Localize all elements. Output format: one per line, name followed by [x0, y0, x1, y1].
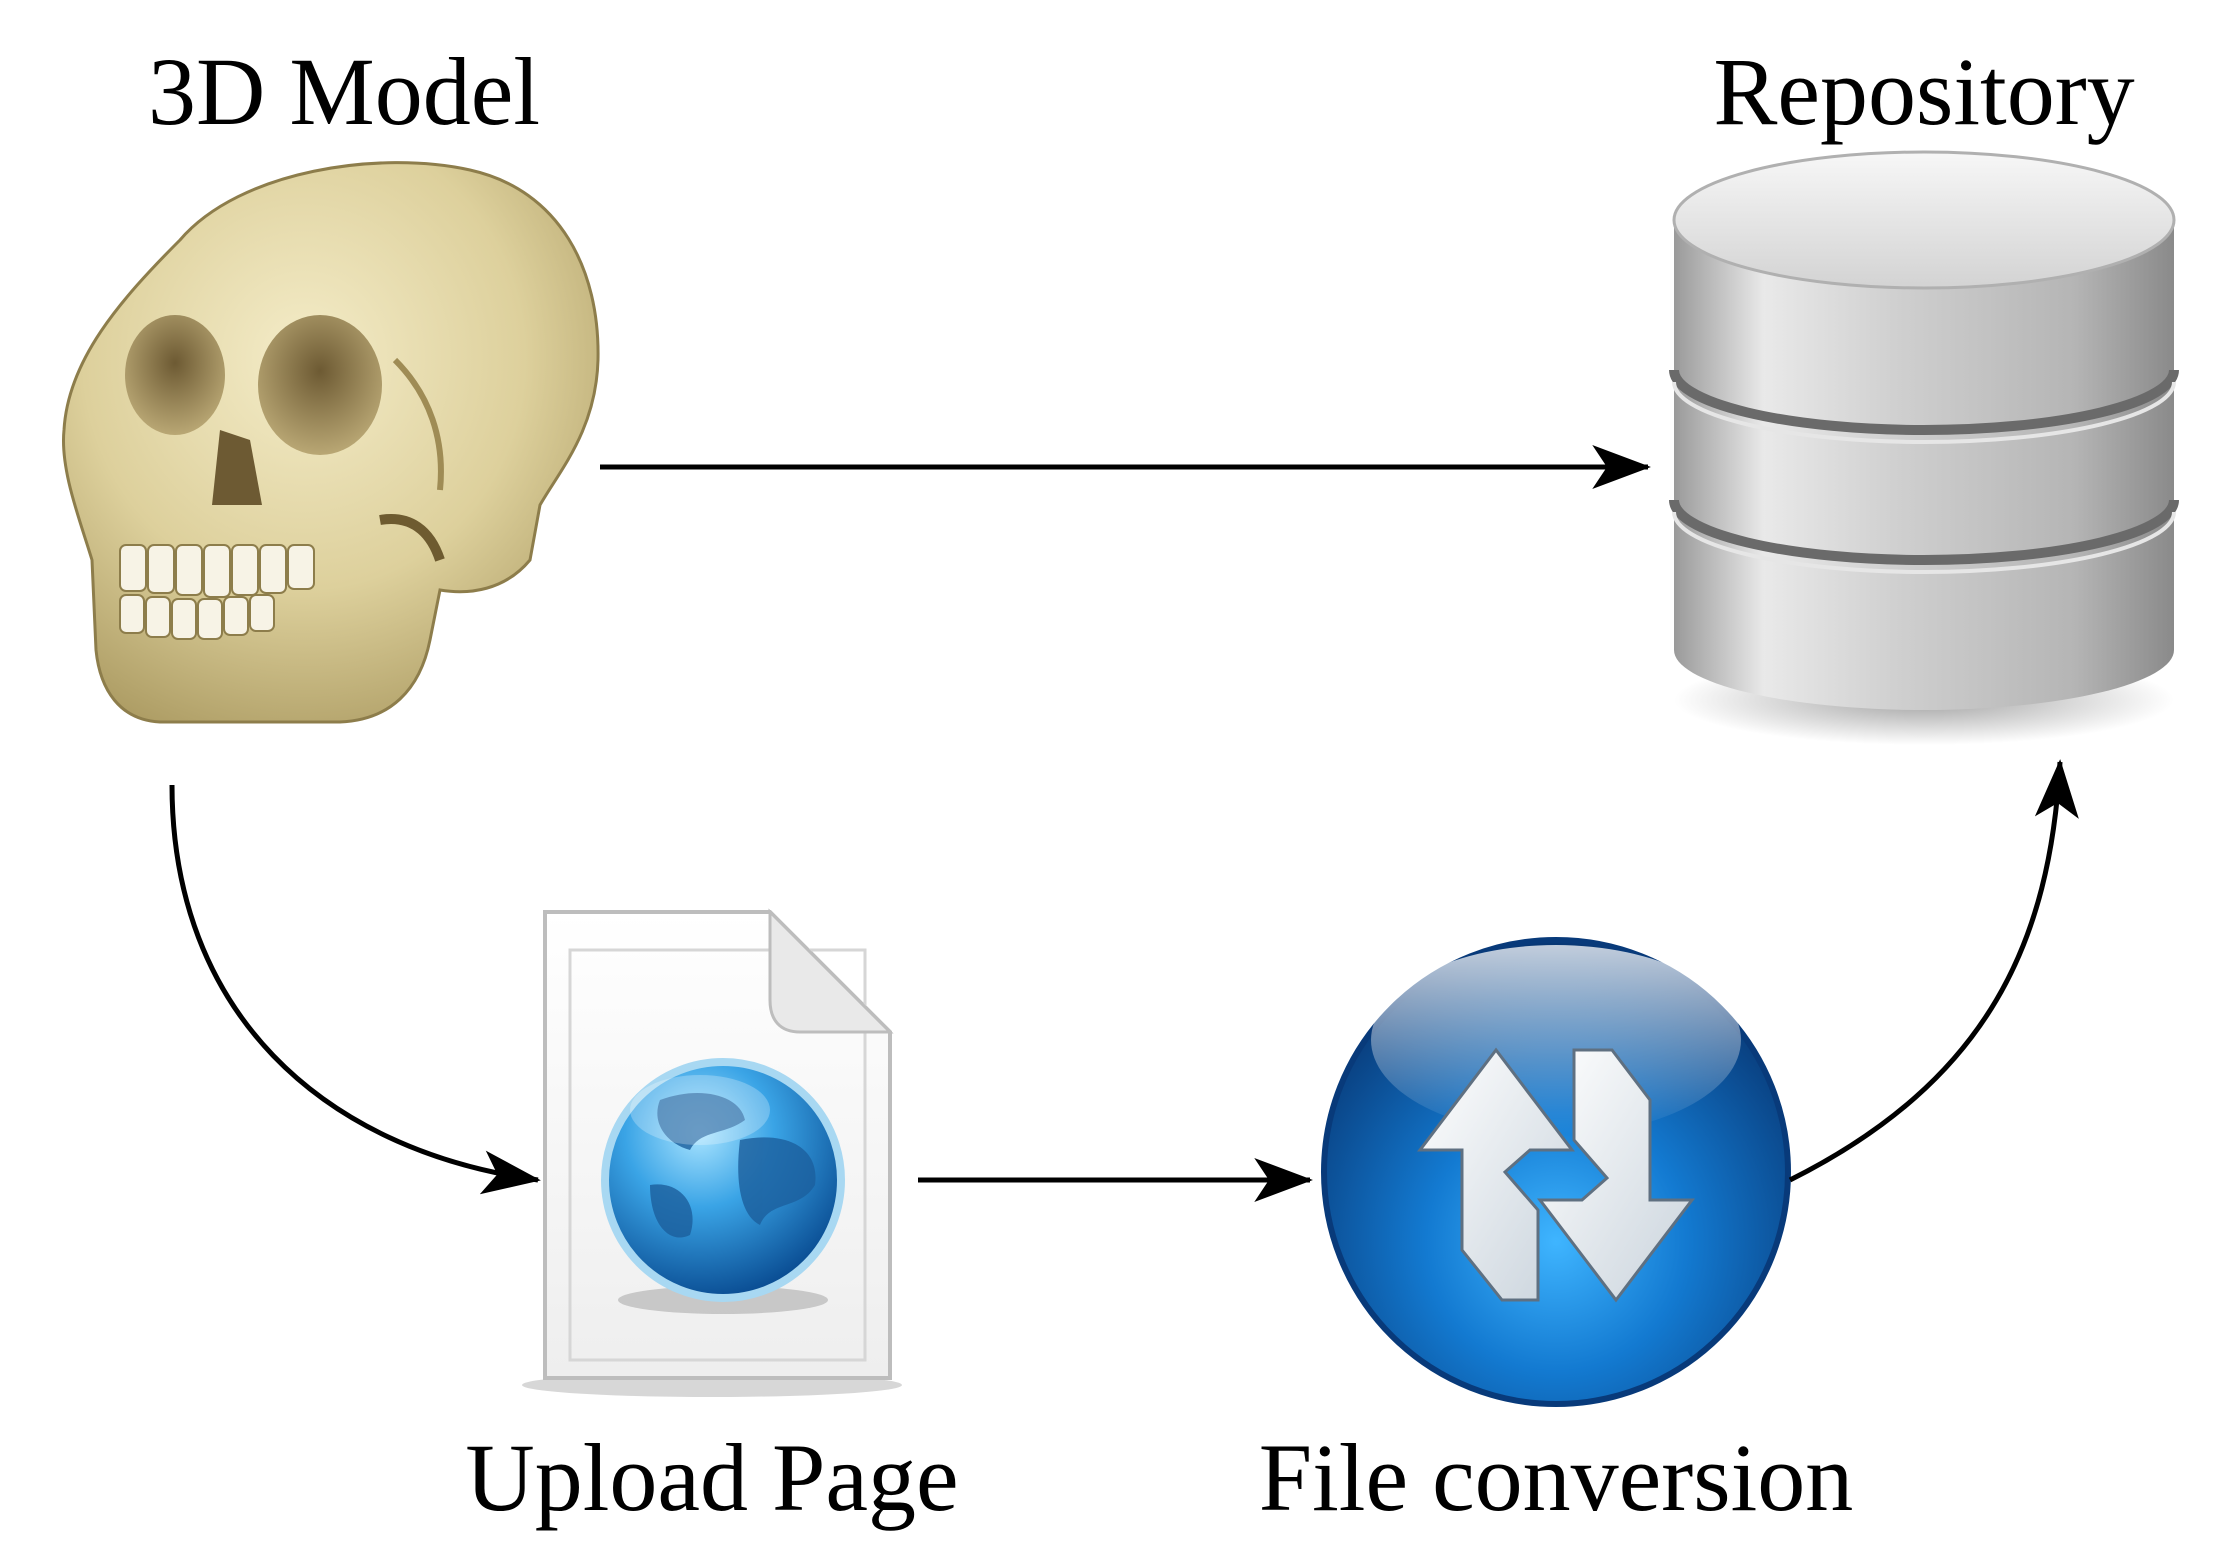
model-label: 3D Model	[148, 38, 540, 145]
arrow-model-to-upload	[169, 784, 541, 1195]
upload-page-label: Upload Page	[465, 1424, 958, 1531]
skull-icon	[61, 161, 600, 724]
file-conversion-label: File conversion	[1259, 1424, 1854, 1531]
repository-label: Repository	[1713, 38, 2134, 145]
arrow-conversion-to-repository	[1788, 759, 2079, 1183]
web-document-icon	[522, 908, 902, 1397]
conversion-arrows-icon	[1321, 937, 1791, 1407]
database-icon	[1669, 150, 2179, 745]
